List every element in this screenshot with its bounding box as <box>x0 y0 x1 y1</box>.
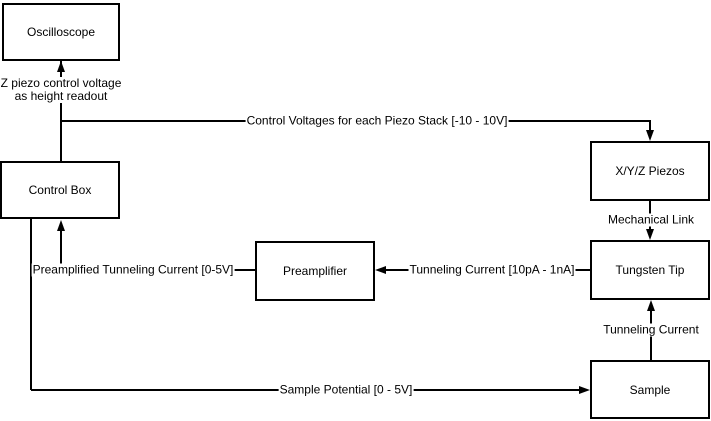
edge-label-tunneling-current: Tunneling Current <box>602 322 700 337</box>
connector-preamplified-vertical <box>60 229 62 270</box>
box-xyz-piezos-label: X/Y/Z Piezos <box>615 164 685 178</box>
arrowhead-into-piezos <box>645 130 654 141</box>
box-oscilloscope: Oscilloscope <box>2 3 120 61</box>
connector-control-voltages-vertical <box>649 121 651 133</box>
box-oscilloscope-label: Oscilloscope <box>26 25 96 39</box>
arrowhead-into-tungsten-tip-bottom <box>646 300 655 311</box>
edge-label-height-readout: Z piezo control voltage as height readou… <box>0 76 123 103</box>
arrowhead-into-sample <box>579 385 590 394</box>
box-xyz-piezos: X/Y/Z Piezos <box>590 141 710 201</box>
box-control-box: Control Box <box>0 161 120 219</box>
arrowhead-into-preamplifier <box>375 265 386 274</box>
box-tungsten-tip: Tungsten Tip <box>590 240 710 300</box>
arrowhead-into-oscilloscope <box>56 61 65 72</box>
box-sample-label: Sample <box>629 382 671 397</box>
arrowhead-into-tungsten-tip <box>645 229 654 240</box>
edge-label-height-readout-line2: as height readout <box>14 89 108 103</box>
box-preamplifier: Preamplifier <box>255 241 375 301</box>
edge-label-control-voltages: Control Voltages for each Piezo Stack [-… <box>245 113 509 128</box>
box-preamplifier-label: Preamplifier <box>282 264 348 278</box>
edge-label-tunneling-range: Tunneling Current [10pA - 1nA] <box>408 262 576 277</box>
box-sample: Sample <box>590 360 710 419</box>
connector-sample-potential-vertical <box>30 219 32 390</box>
edge-label-preamplified: Preamplified Tunneling Current [0-5V] <box>31 262 235 277</box>
box-control-box-label: Control Box <box>28 183 92 197</box>
edge-label-sample-potential: Sample Potential [0 - 5V] <box>278 382 414 397</box>
box-tungsten-tip-label: Tungsten Tip <box>615 263 685 277</box>
edge-label-height-readout-line1: Z piezo control voltage <box>0 76 122 90</box>
edge-label-mechanical-link: Mechanical Link <box>606 212 696 227</box>
connector-height-readout <box>60 61 62 161</box>
arrowhead-into-control-box <box>56 220 65 231</box>
